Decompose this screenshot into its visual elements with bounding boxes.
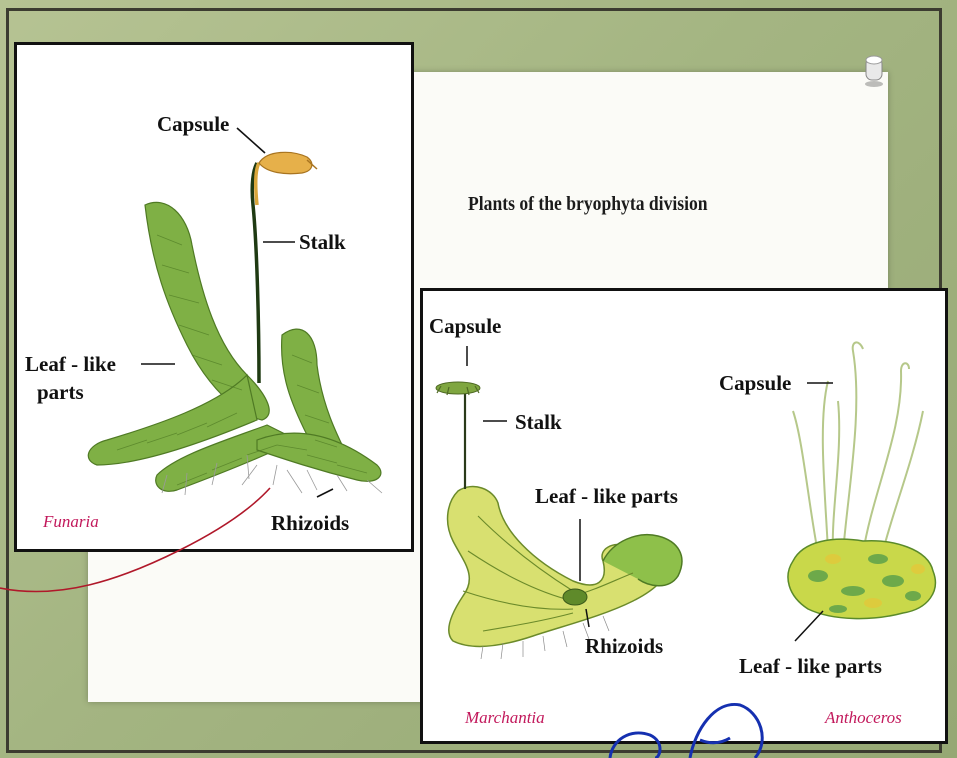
- funaria-leaf-label-line1: Leaf - like: [25, 352, 116, 376]
- funaria-species-label: Funaria: [42, 512, 99, 531]
- marchantia-archegoniophore: [436, 382, 480, 489]
- marchantia-stalk-label: Stalk: [515, 410, 562, 434]
- anthoceros-thallus: [788, 539, 935, 618]
- funaria-rhizoids-label: Rhizoids: [271, 511, 349, 535]
- marchantia-rhizoid-clump: [563, 589, 587, 605]
- marchantia-anthoceros-card: Capsule Stalk Leaf - like parts Rhizoids…: [420, 288, 948, 744]
- capsule-leader-line: [237, 128, 265, 153]
- marchantia-leaf-label: Leaf - like parts: [535, 484, 678, 508]
- marchantia-anthoceros-illustration: Capsule Stalk Leaf - like parts Rhizoids…: [423, 291, 945, 741]
- marchantia-species-label: Marchantia: [464, 708, 545, 727]
- marchantia-rhizoids-label: Rhizoids: [585, 634, 663, 658]
- anthoceros-species-label: Anthoceros: [824, 708, 902, 727]
- funaria-leaf-label-line2: parts: [37, 380, 84, 404]
- rhizoid-leader-line: [317, 489, 333, 497]
- anthoceros-sporophytes: [793, 342, 923, 553]
- push-pin-icon: [862, 54, 886, 88]
- funaria-capsule: [259, 152, 317, 173]
- poster-caption: Plants of the bryophyta division: [468, 193, 820, 216]
- funaria-card: Capsule Stalk Leaf - like parts Rhizoids…: [14, 42, 414, 552]
- marchantia-capsule-label: Capsule: [429, 314, 501, 338]
- anthoceros-capsule-label: Capsule: [719, 371, 791, 395]
- anthoceros-leaf-label: Leaf - like parts: [739, 654, 882, 678]
- funaria-illustration: Capsule Stalk Leaf - like parts Rhizoids…: [17, 45, 411, 549]
- funaria-capsule-label: Capsule: [157, 112, 229, 136]
- anthoceros-leaf-leader-line: [795, 611, 823, 641]
- funaria-stalk-label: Stalk: [299, 230, 346, 254]
